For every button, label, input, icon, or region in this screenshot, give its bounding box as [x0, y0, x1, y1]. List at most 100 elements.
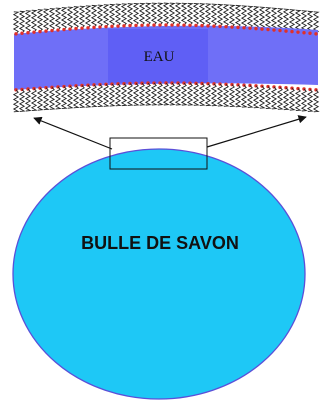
surfactant-head — [164, 23, 167, 26]
surfactant-tail — [146, 83, 150, 105]
surfactant-head — [158, 23, 161, 26]
surfactant-tail — [92, 5, 96, 27]
surfactant-tail — [302, 89, 306, 111]
surfactant-head — [140, 24, 143, 27]
surfactant-head — [32, 30, 35, 33]
surfactant-tail — [116, 4, 120, 26]
surfactant-tail — [116, 84, 120, 106]
surfactant-tail — [278, 87, 282, 109]
surfactant-tail — [236, 85, 240, 107]
surfactant-tail — [230, 5, 234, 27]
surfactant-tail — [20, 11, 24, 33]
surfactant-head — [278, 29, 281, 32]
surfactant-tail — [194, 3, 198, 25]
surfactant-head — [38, 30, 41, 33]
surfactant-head — [290, 30, 293, 33]
surfactant-tail — [254, 86, 258, 108]
surfactant-head — [20, 32, 23, 35]
surfactant-tail — [260, 86, 264, 108]
surfactant-head — [176, 23, 179, 26]
surfactant-tail — [44, 9, 48, 31]
surfactant-head — [170, 23, 173, 26]
surfactant-tail — [224, 5, 228, 27]
surfactant-tail — [122, 4, 126, 26]
surfactant-tail — [62, 8, 66, 30]
surfactant-head — [188, 24, 191, 27]
surfactant-head — [74, 27, 77, 30]
surfactant-head — [98, 25, 101, 28]
surfactant-tail — [134, 3, 138, 25]
surfactant-head — [206, 24, 209, 27]
surfactant-tail — [122, 84, 126, 106]
surfactant-tail — [170, 3, 174, 25]
surfactant-tail — [242, 6, 246, 28]
surfactant-tail — [272, 87, 276, 109]
surfactant-tail — [230, 85, 234, 107]
surfactant-tail — [308, 89, 312, 111]
soap-bubble — [13, 149, 305, 399]
surfactant-tail — [248, 85, 252, 107]
surfactant-head — [104, 25, 107, 28]
surfactant-head — [218, 25, 221, 28]
surfactant-tail — [266, 8, 270, 30]
surfactant-head — [284, 29, 287, 32]
surfactant-tail — [38, 10, 42, 32]
surfactant-head — [44, 29, 47, 32]
surfactant-head — [266, 28, 269, 31]
surfactant-tail — [80, 85, 84, 107]
surfactant-head — [314, 32, 317, 35]
surfactant-tail — [164, 83, 168, 105]
surfactant-tail — [206, 4, 210, 26]
surfactant-tail — [62, 87, 66, 109]
surfactant-head — [260, 27, 263, 30]
surfactant-tail — [212, 4, 216, 26]
surfactant-tail — [296, 89, 300, 111]
surfactant-tail — [26, 89, 30, 111]
surfactant-tail — [32, 89, 36, 111]
surfactant-tail — [254, 7, 258, 29]
surfactant-head — [230, 25, 233, 28]
zoom-arrow-right — [207, 117, 306, 147]
surfactant-tail — [56, 8, 60, 30]
surfactant-tail — [242, 85, 246, 107]
surfactant-head — [80, 26, 83, 29]
surfactant-tail — [134, 83, 138, 105]
surfactant-tail — [50, 87, 54, 109]
surfactant-head — [254, 27, 257, 30]
surfactant-tail — [272, 8, 276, 30]
surfactant-head — [92, 26, 95, 29]
surfactant-tail — [56, 87, 60, 109]
surfactant-tail — [68, 7, 72, 29]
surfactant-tail — [140, 83, 144, 105]
surfactant-tail — [212, 84, 216, 106]
surfactant-tail — [128, 4, 132, 26]
surfactant-tail — [128, 83, 132, 105]
surfactant-tail — [200, 4, 204, 26]
surfactant-head — [134, 24, 137, 27]
bubble-label: BULLE DE SAVON — [81, 233, 239, 253]
surfactant-head — [224, 25, 227, 28]
surfactant-head — [128, 24, 131, 27]
surfactant-tail — [188, 3, 192, 25]
surfactant-tail — [146, 3, 150, 25]
surfactant-tail — [98, 85, 102, 107]
surfactant-tail — [176, 83, 180, 105]
surfactant-tail — [20, 89, 24, 111]
surfactant-tail — [74, 86, 78, 108]
surfactant-head — [152, 23, 155, 26]
surfactant-tail — [32, 10, 36, 32]
surfactant-tail — [260, 7, 264, 29]
surfactant-head — [26, 31, 29, 34]
surfactant-tail — [188, 83, 192, 105]
surfactant-head — [146, 23, 149, 26]
surfactant-tail — [14, 12, 18, 34]
water-label: EAU — [144, 49, 175, 65]
surfactant-tail — [158, 83, 162, 105]
surfactant-tail — [110, 4, 114, 26]
surfactant-tail — [236, 5, 240, 27]
surfactant-tail — [218, 4, 222, 26]
surfactant-tail — [86, 6, 90, 28]
surfactant-head — [308, 32, 311, 35]
surfactant-tail — [182, 83, 186, 105]
